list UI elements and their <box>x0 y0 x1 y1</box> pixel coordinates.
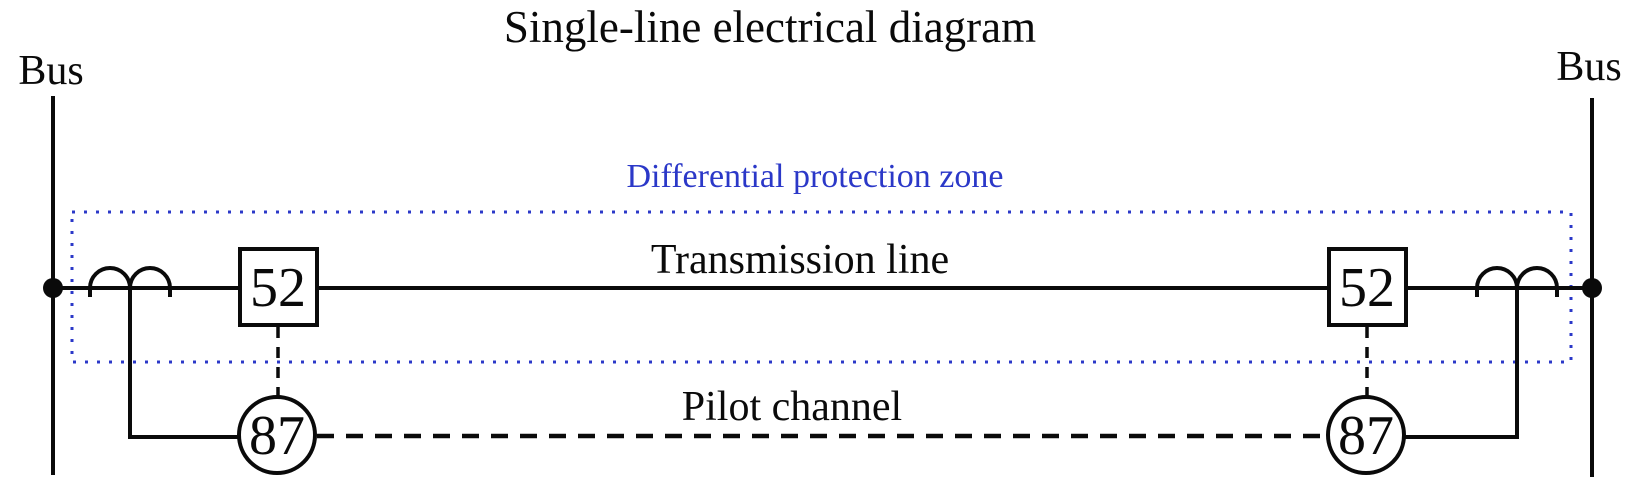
ct-secondary-lead-left <box>128 288 239 439</box>
junction-dot-right <box>1582 278 1602 298</box>
ct-secondary-lead-right <box>1404 288 1519 439</box>
breaker-52-right-label: 52 <box>1339 257 1395 319</box>
differential-protection-zone-label: Differential protection zone <box>627 158 1004 195</box>
bus-label-left: Bus <box>18 48 83 94</box>
junction-dot-left <box>43 278 63 298</box>
breaker-52-right-box <box>1327 247 1408 327</box>
transmission-line-label: Transmission line <box>651 237 949 283</box>
relay-87-right-circle <box>1326 395 1406 475</box>
relay-87-left-label: 87 <box>249 405 305 467</box>
pilot-channel-label: Pilot channel <box>682 384 902 430</box>
relay-87-right-label: 87 <box>1338 405 1394 467</box>
current-transformer-left-icon <box>88 266 172 297</box>
breaker-52-left-label: 52 <box>250 257 306 319</box>
bus-label-right: Bus <box>1556 44 1621 90</box>
breaker-52-left-box <box>238 247 319 327</box>
relay-87-left-circle <box>237 395 317 475</box>
current-transformer-right-icon <box>1475 266 1559 297</box>
diagram-title: Single-line electrical diagram <box>504 2 1036 52</box>
